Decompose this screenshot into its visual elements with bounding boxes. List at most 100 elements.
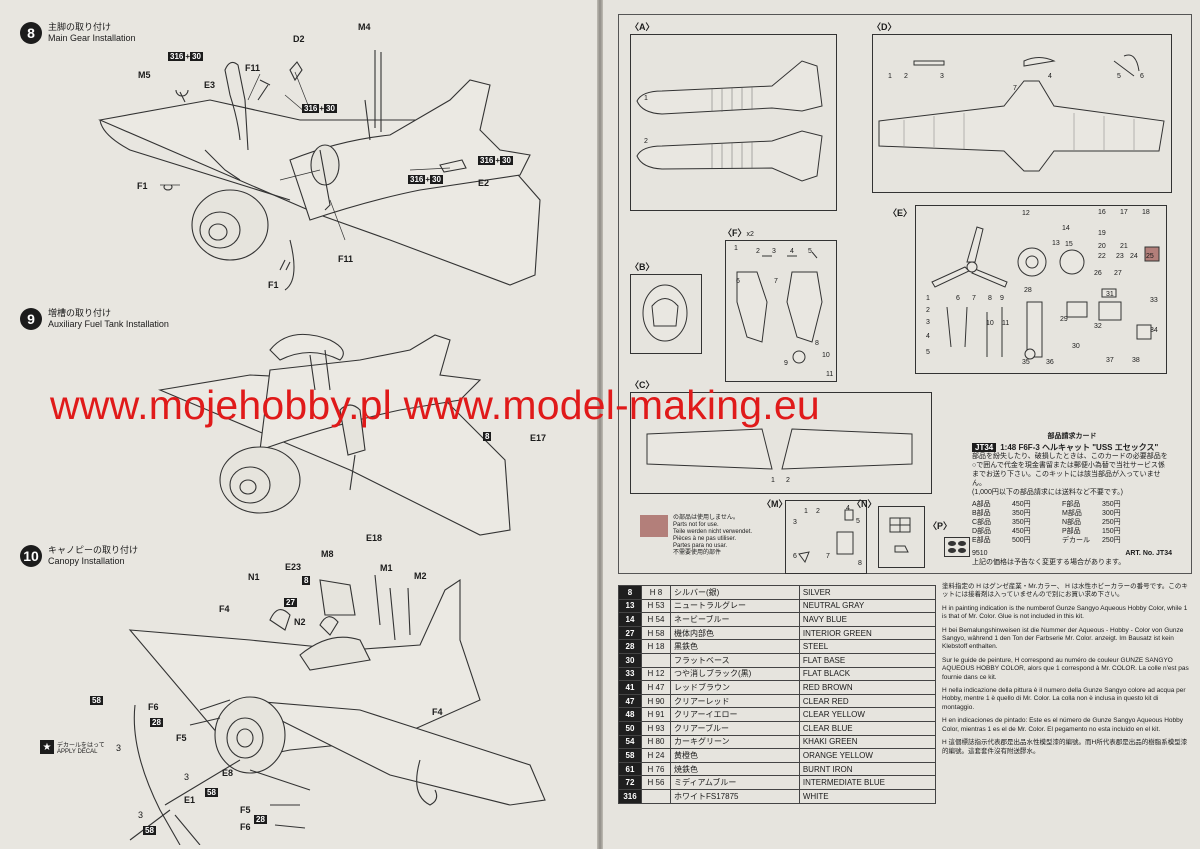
- paint-number: 27: [618, 625, 642, 641]
- paint-name-en: KHAKI GREEN: [798, 734, 937, 750]
- runner-b-drawing: [642, 284, 688, 342]
- runner-f-part-11: 11: [826, 371, 834, 378]
- runner-c-frame: [630, 392, 932, 494]
- part-label-f11-bottom: F11: [338, 254, 354, 264]
- runner-e-part-34: 34: [1150, 327, 1158, 334]
- paint-code: 30: [324, 104, 337, 113]
- note-de: H bei Bemalungshinweisen ist die Nummer …: [942, 626, 1184, 651]
- runner-f-part-9: 9: [784, 360, 788, 367]
- star-icon: ★: [40, 740, 54, 754]
- runner-m-letter: M: [771, 499, 779, 509]
- part-label-f1-bottom: F1: [268, 280, 279, 290]
- runner-e-part-18: 18: [1142, 209, 1150, 216]
- order-card-footnote: 上記の価格は予告なく変更する場合があります。: [972, 559, 1126, 566]
- runner-e-part-31: 31: [1106, 291, 1114, 298]
- paint-callout-28b: 28: [254, 815, 267, 824]
- part-label-m5: M5: [138, 70, 151, 80]
- paint-name-jp: シルバー(銀): [670, 585, 800, 600]
- order-card-footer: 9510 ART. No. JT34: [972, 549, 1172, 558]
- price-part: A部品: [972, 501, 991, 508]
- step-9-title-en: Auxiliary Fuel Tank Installation: [48, 319, 169, 329]
- runner-e-part-22: 22: [1098, 253, 1106, 260]
- paint-callout-8b: 8: [302, 576, 311, 585]
- runner-p-part: [948, 548, 956, 553]
- paint-name-en: ORANGE YELLOW: [798, 748, 937, 763]
- part-label-e17: E17: [530, 433, 547, 443]
- runner-e-part-3: 3: [926, 319, 930, 326]
- runner-f-part-10: 10: [822, 352, 830, 359]
- runner-a-part-1: 1: [644, 95, 648, 102]
- runner-p-grid: [944, 537, 970, 557]
- parts-map-frame: [618, 14, 1192, 574]
- part-label-m2: M2: [414, 571, 427, 581]
- paint-notes: 塗料指定の H はグンゼ産業・Mr.カラー、 H は水性ホビーカラーの番号です。…: [942, 583, 1192, 761]
- price-part: B部品: [972, 510, 991, 517]
- paint-number: 14: [618, 612, 642, 627]
- paint-code-h: [641, 652, 671, 668]
- paint-name-jp: 焼鉄色: [670, 761, 800, 777]
- runner-f-frame: [725, 240, 837, 382]
- paint-number: 30: [618, 652, 642, 668]
- runner-a-letter: A: [639, 22, 646, 32]
- not-used-swatch: [640, 515, 668, 537]
- paint-name-jp: フラットベース: [670, 652, 800, 668]
- runner-f-part-2: 2: [756, 248, 760, 255]
- not-used-legend: の部品は使用しません。 Parts not for use. Teile wer…: [640, 515, 752, 557]
- paint-name-en: INTERMEDIATE BLUE: [798, 775, 937, 790]
- part-label-e18: E18: [366, 533, 383, 543]
- page-spine: [597, 0, 603, 849]
- runner-m-frame: [785, 500, 867, 574]
- paint-name-jp: ミディアムブルー: [670, 775, 800, 790]
- paint-code: 8: [302, 576, 311, 585]
- paint-callout-2: 316+30: [302, 104, 337, 113]
- runner-c-letter: C: [639, 380, 646, 390]
- runner-e-part-29: 29: [1060, 316, 1068, 323]
- paint-number: 47: [618, 693, 642, 709]
- note-es: H en indicaciones de pintado: Este es el…: [942, 717, 1184, 733]
- paint-number: 8: [618, 585, 642, 600]
- paint-code: 316: [408, 175, 426, 184]
- paint-name-jp: レッドブラウン: [670, 680, 800, 695]
- runner-m-part-7: 7: [826, 553, 830, 560]
- paint-number: 41: [618, 680, 642, 695]
- runner-m-part-3: 3: [793, 519, 797, 526]
- note-en: H in painting indication is the numberof…: [942, 604, 1188, 621]
- runner-e-part-6: 6: [956, 295, 960, 302]
- runner-e-part-15: 15: [1065, 241, 1073, 248]
- apply-decal-note: ★ デカールをはって APPLY DECAL: [40, 740, 105, 755]
- runner-e-part-9: 9: [1000, 295, 1004, 302]
- price-part: M部品: [1062, 510, 1082, 517]
- paint-code: 30: [190, 52, 203, 61]
- note-it: H nella indicazione della pittura è il n…: [942, 687, 1186, 711]
- step-8-number: 8: [20, 22, 42, 44]
- paint-name-en: SILVER: [798, 585, 937, 600]
- paint-code-h: H 90: [641, 693, 671, 709]
- order-card-text-3: までお送り下さい。このキットには該当部品が入っていません。: [972, 471, 1161, 487]
- paint-code-h: H 58: [641, 625, 671, 641]
- runner-n-drawing: [889, 517, 911, 553]
- runner-b-label: 〈B〉: [630, 262, 655, 272]
- runner-m-label: 〈M〉: [762, 499, 788, 509]
- price-value: 150円: [1102, 528, 1121, 535]
- step-9-number: 9: [20, 308, 42, 330]
- part-label-f4-top: F4: [219, 604, 230, 614]
- paint-callout-4: 316+30: [478, 156, 513, 165]
- runner-b-letter: B: [639, 262, 646, 272]
- order-card-code-number: 9510: [972, 550, 988, 557]
- paint-code: 8: [483, 432, 492, 441]
- runner-p-label: 〈P〉: [928, 521, 953, 531]
- paint-name-jp: ホワイトFS17875: [670, 788, 800, 804]
- paint-name-jp: クリアーイエロー: [670, 707, 800, 722]
- runner-f-drawing: [736, 251, 823, 364]
- runner-d-part-3: 3: [940, 73, 944, 80]
- paint-name-jp: 機体内部色: [670, 625, 800, 641]
- runner-e-part-23: 23: [1116, 253, 1124, 260]
- part-label-e8: E8: [222, 768, 234, 778]
- runner-a-label: 〈A〉: [630, 22, 655, 32]
- order-card-text-1: 部品を紛失したり、破損したときは、このカードの必要部品を: [972, 453, 1168, 460]
- runner-d-part-5: 5: [1117, 73, 1121, 80]
